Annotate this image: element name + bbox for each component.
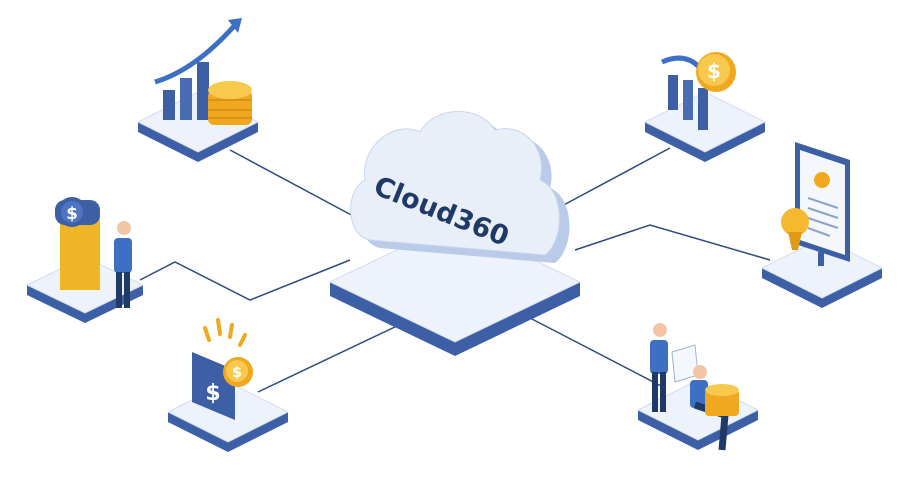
- connector-top-left: [229, 149, 371, 226]
- dollar-chart-icon: $: [661, 52, 736, 130]
- document-monitor-icon: [795, 142, 850, 266]
- cloud-icon: Cloud360: [350, 111, 570, 263]
- people-coins-icon: [650, 323, 739, 451]
- dollar-monitor-icon: $ $: [192, 318, 253, 420]
- svg-text:$: $: [205, 381, 220, 406]
- lightbulb-icon: [781, 208, 809, 250]
- connector-bottom-right: [529, 317, 666, 389]
- person-icon: [114, 221, 132, 308]
- connector-right: [574, 224, 771, 261]
- connector-left: [139, 259, 351, 301]
- svg-text:$: $: [707, 59, 721, 83]
- connector-top-right: [544, 147, 671, 216]
- dollar-kiosk-icon: $: [55, 197, 100, 290]
- coin-stack-icon: [208, 81, 252, 125]
- platform-right: [760, 237, 884, 308]
- connector-lines: [139, 147, 771, 393]
- svg-text:$: $: [66, 204, 78, 224]
- svg-text:$: $: [232, 365, 242, 381]
- connector-bottom-left: [257, 314, 421, 393]
- growth-chart-icon: [154, 18, 242, 120]
